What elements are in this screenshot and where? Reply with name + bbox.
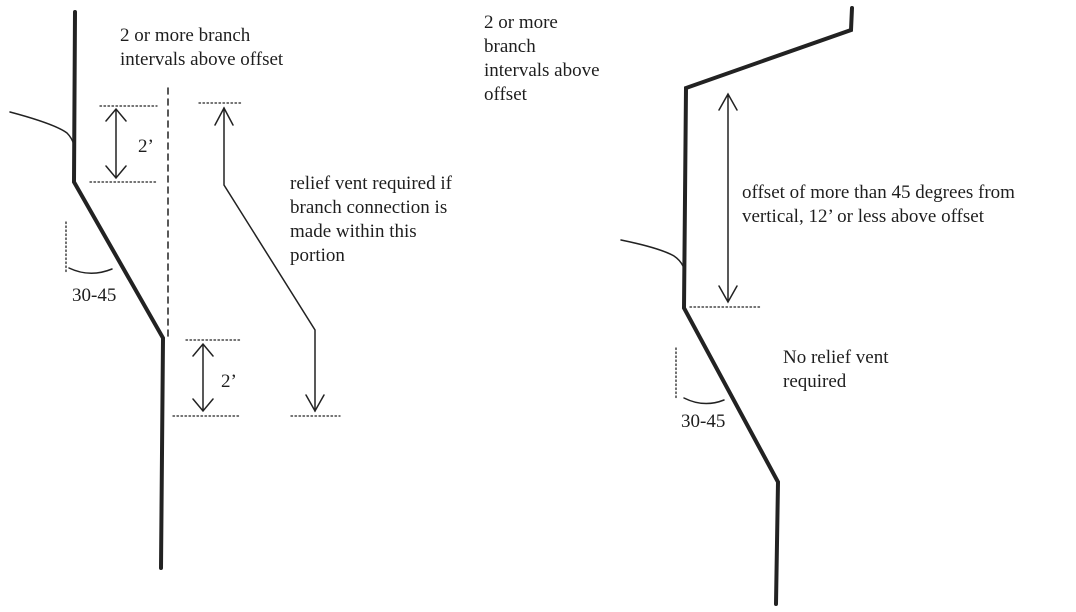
relief-zone-arrowheads <box>214 106 325 413</box>
right-stack-pipe <box>681 6 854 606</box>
left-lower-dimension-label: 2’ <box>221 371 237 392</box>
lower-dim-arrow <box>192 342 214 413</box>
right-branch-line <box>620 239 684 267</box>
right-offset-arrow <box>718 92 738 304</box>
right-offset-description-label: offset of more than 45 degrees from vert… <box>742 182 1015 227</box>
no-relief-vent-label: No relief vent required <box>783 347 889 392</box>
left-upper-dimension-label: 2’ <box>138 136 154 157</box>
left-above-offset-label: 2 or more branch intervals above offset <box>120 25 284 70</box>
upper-dim-arrow <box>105 107 127 180</box>
left-angle-arc <box>68 267 113 274</box>
right-angle-label: 30-45 <box>681 411 726 432</box>
right-angle-arc <box>683 397 725 405</box>
relief-zone-arrow <box>223 107 316 412</box>
left-angle-label: 30-45 <box>72 285 117 306</box>
left-branch-line <box>9 111 75 146</box>
relief-vent-required-label: relief vent required if branch connectio… <box>290 173 452 266</box>
right-above-offset-label: 2 or more branch intervals above offset <box>484 12 600 105</box>
left-stack-pipe <box>71 10 166 570</box>
